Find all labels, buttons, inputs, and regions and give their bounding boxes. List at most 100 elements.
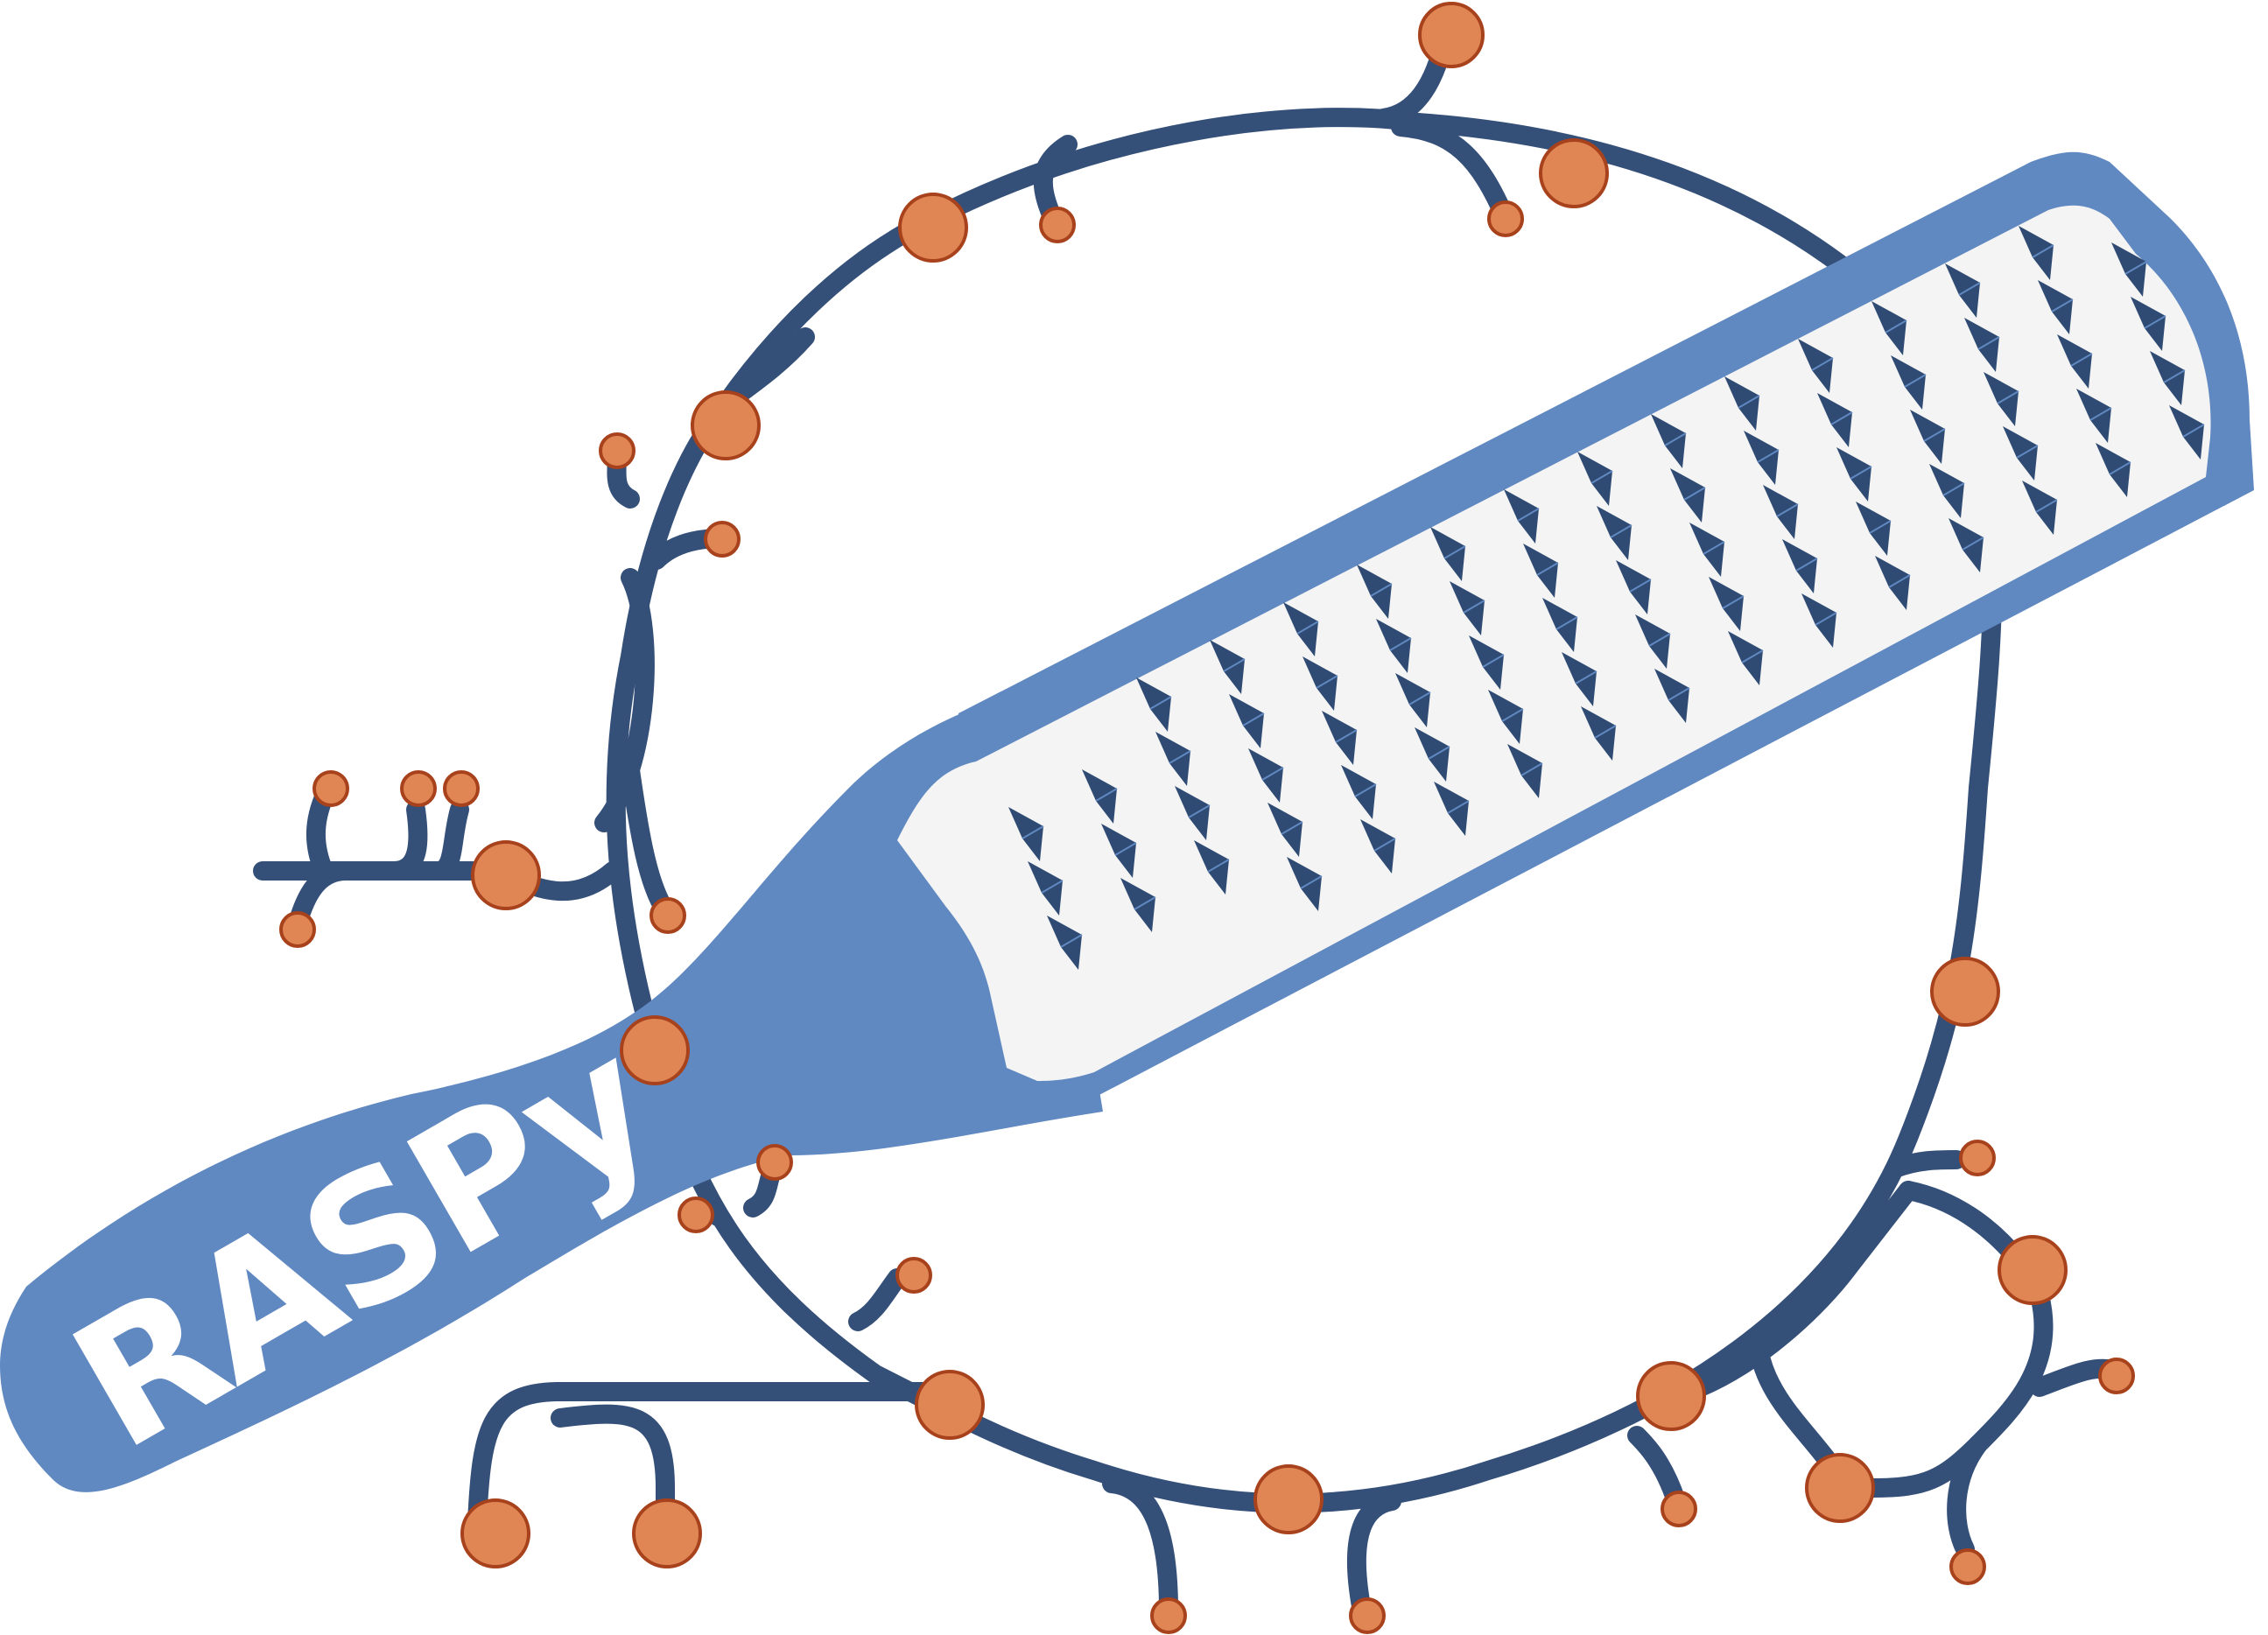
grater-hole (1136, 677, 1171, 732)
grater-hole-edge (1722, 595, 1745, 609)
grater-hole-edge (1795, 558, 1818, 572)
network-node (471, 840, 541, 910)
network-node (1150, 1597, 1187, 1634)
grater-hole (1945, 263, 1980, 318)
grater-hole (1635, 614, 1670, 669)
grater-hole (1836, 447, 1871, 502)
grater-hole-edge (1923, 428, 1946, 442)
grater-hole-edge (1958, 282, 1981, 296)
grater-handle (0, 691, 1103, 1492)
grater-hole (2038, 280, 2073, 334)
grater-hole (1542, 598, 1577, 652)
grater-hole-edge (1517, 508, 1540, 522)
network-node (1487, 200, 1524, 237)
grater-hole (1651, 414, 1686, 468)
grater-hole (1654, 669, 1689, 723)
grater-hole-edge (1281, 821, 1303, 835)
grater-hole (1616, 560, 1651, 614)
network-node (704, 521, 741, 558)
grater-hole-edge (1664, 432, 1687, 446)
grater-hole-edge (1683, 487, 1706, 501)
network-branch (1391, 117, 1515, 228)
network-branch (1680, 1260, 1857, 1401)
grater-hole-edge (1811, 357, 1834, 371)
grater-hole (1120, 878, 1155, 932)
grater-hole (1875, 556, 1910, 610)
grater-hole-edge (1830, 411, 1853, 425)
network-node (400, 770, 437, 807)
grater-hole (1949, 518, 1984, 572)
grater-hole-edge (1207, 859, 1230, 873)
grater-hole-edge (1335, 729, 1358, 743)
grater-hole (1488, 690, 1523, 744)
grater-hole-edge (1590, 470, 1613, 484)
grater-hole (1469, 635, 1504, 690)
grater-hole-edge (1501, 708, 1524, 722)
grater-hole-edge (1408, 691, 1431, 705)
grater-hole (1562, 652, 1597, 706)
grater-hole (1929, 464, 1964, 518)
grater-hole-edge (1885, 319, 1907, 333)
grater-hole (1577, 452, 1612, 506)
network-node (1539, 138, 1609, 208)
grater-hole (1744, 431, 1779, 485)
network-node (1418, 2, 1485, 68)
grater-hole-edge (1482, 654, 1505, 668)
grater-hole (1229, 694, 1264, 748)
network-node (460, 1498, 530, 1568)
grater-hole-edge (1668, 687, 1690, 701)
grater-hole (1376, 619, 1411, 673)
grater-hole-edge (1869, 520, 1892, 534)
grater-hole (2131, 297, 2166, 351)
grater-hole-edge (1962, 537, 1984, 551)
grater-hole-edge (1575, 670, 1597, 684)
grater-hole (1357, 565, 1392, 619)
network-branch (384, 800, 428, 881)
grater-hole (1194, 840, 1229, 895)
grater-hole (1523, 544, 1558, 598)
grater-icon (0, 151, 2254, 1492)
network-node (599, 432, 635, 469)
grater-hole (2076, 389, 2111, 443)
network-branch (1885, 1150, 1966, 1178)
grater-hole (1450, 581, 1485, 635)
grater-holes (1008, 226, 2205, 970)
grater-hole (1817, 393, 1852, 447)
grater-hole-edge (1149, 696, 1172, 710)
grater-hole-edge (1223, 658, 1246, 672)
grater-hole-edge (1815, 612, 1837, 626)
grater-hole (2150, 351, 2185, 405)
grater-hole (1910, 410, 1945, 464)
grater-hole (2169, 405, 2204, 460)
grater-hole (2057, 334, 2092, 389)
network-node (1959, 1140, 1996, 1176)
grater-hole (1964, 318, 1999, 372)
grater-hole (1798, 339, 1833, 393)
network-branch (621, 761, 675, 920)
grater-hole (2019, 226, 2054, 280)
grater-hole (1597, 506, 1632, 560)
grater-hole-edge (1428, 746, 1450, 760)
grater-hole (1155, 732, 1190, 786)
grater-hole (1434, 782, 1469, 836)
grater-hole (1430, 527, 1465, 581)
grater-hole (1871, 301, 1906, 355)
network-branch (1627, 1426, 1686, 1511)
grater-hole-edge (1997, 390, 2019, 404)
network-branch (1102, 1474, 1178, 1620)
grater-hole-edge (1447, 800, 1470, 814)
grater-hole (1360, 819, 1395, 874)
network-node (1039, 207, 1076, 243)
grater-hole (1283, 602, 1318, 656)
grater-hole-edge (1738, 395, 1760, 409)
grater-hole (1415, 727, 1450, 782)
grater-hole (1728, 631, 1763, 685)
grater-hole (1891, 355, 1926, 410)
grater-hole-edge (1629, 579, 1652, 593)
grater-hole (1303, 656, 1338, 711)
grater-hole-edge (1776, 503, 1799, 517)
network-node (2098, 1358, 2135, 1394)
grater-hole (1689, 523, 1724, 577)
